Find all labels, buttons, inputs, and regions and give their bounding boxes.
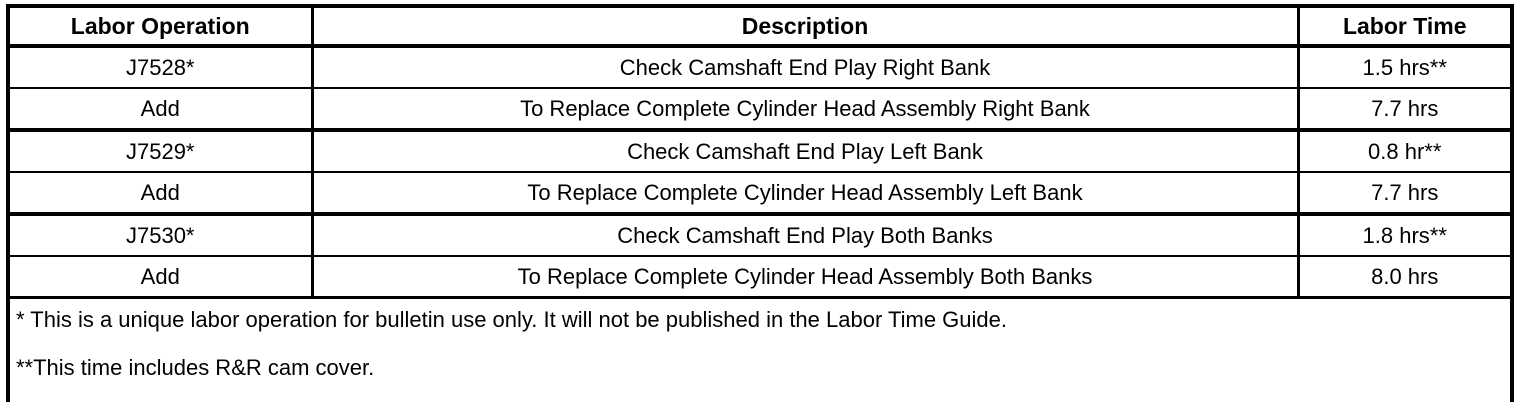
table-row: J7530*Check Camshaft End Play Both Banks… xyxy=(10,214,1510,257)
cell-labor-time: 1.5 hrs** xyxy=(1298,46,1510,89)
column-header-description: Description xyxy=(312,8,1300,48)
cell-description: Check Camshaft End Play Left Bank xyxy=(312,130,1300,173)
table-footnote-row: * This is a unique labor operation for b… xyxy=(10,296,1510,405)
column-header-labor-time: Labor Time xyxy=(1298,8,1510,48)
footnote-line-1: * This is a unique labor operation for b… xyxy=(16,307,1007,332)
cell-labor-operation: J7530* xyxy=(10,214,314,257)
column-header-labor-operation: Labor Operation xyxy=(10,8,314,48)
cell-labor-operation: J7528* xyxy=(10,46,314,89)
cell-labor-time: 8.0 hrs xyxy=(1371,263,1439,289)
cell-description: To Replace Complete Cylinder Head Assemb… xyxy=(312,172,1300,216)
cell-labor-time: 1.8 hrs** xyxy=(1298,214,1510,257)
cell-labor-operation: J7529* xyxy=(10,130,314,173)
cell-description: Check Camshaft End Play Both Banks xyxy=(312,214,1300,257)
cell-description: Check Camshaft End Play Right Bank xyxy=(312,46,1300,89)
cell-labor-time: 7.7 hrs xyxy=(1298,172,1510,216)
cell-labor-operation: Add xyxy=(10,256,314,298)
cell-labor-time: 7.7 hrs xyxy=(1298,88,1510,132)
footnote-line-2: **This time includes R&R cam cover. xyxy=(16,355,375,380)
cell-labor-operation: Add xyxy=(10,88,314,132)
cell-description: To Replace Complete Cylinder Head Assemb… xyxy=(312,256,1300,298)
footnote-cell: * This is a unique labor operation for b… xyxy=(10,296,1510,405)
cell-labor-time: 0.8 hr** xyxy=(1298,130,1510,173)
cell-labor-operation: Add xyxy=(10,172,314,216)
cell-description: To Replace Complete Cylinder Head Assemb… xyxy=(312,88,1300,132)
table-row: J7528*Check Camshaft End Play Right Bank… xyxy=(10,46,1510,89)
